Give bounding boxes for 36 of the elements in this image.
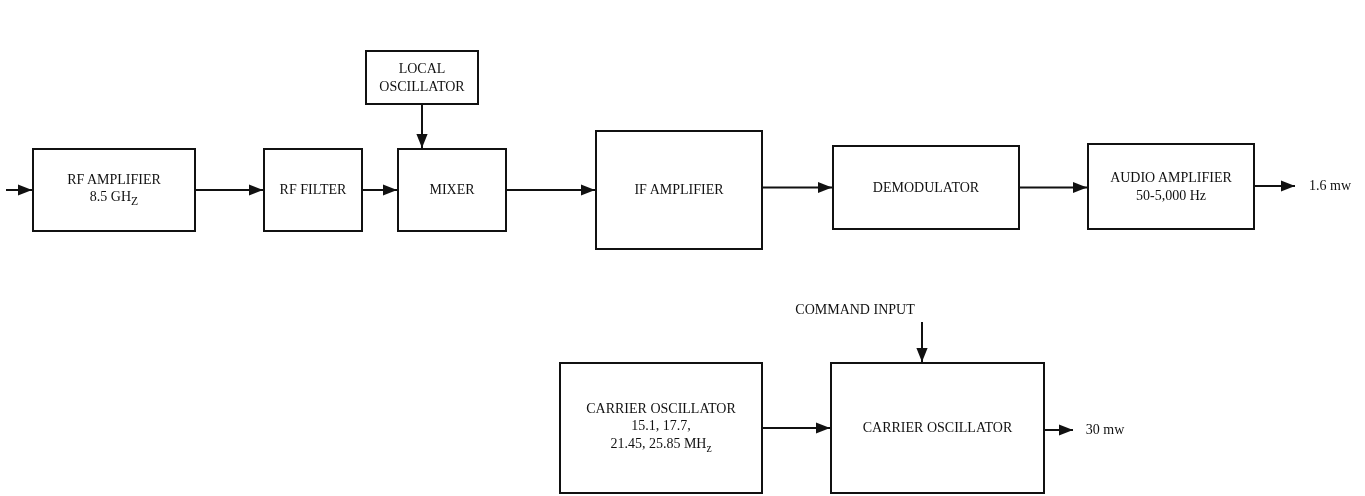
block-box: [559, 362, 763, 494]
block-label: IF AMPLIFIER: [634, 181, 724, 199]
arrow: [1019, 181, 1088, 194]
block-label: CARRIER OSCILLATOR: [862, 419, 1013, 437]
arrow: [506, 184, 596, 196]
block-label: 21.45, 25.85 MH$_{z}$: [610, 434, 712, 457]
block-label: CARRIER OSCILLATOR: [586, 399, 736, 418]
block-label: 15.1, 17.7,: [631, 417, 691, 435]
block-box: [32, 148, 196, 232]
arrow: [416, 104, 428, 149]
block-box: [830, 362, 1045, 494]
block-label: 50-5,000 Hz: [1136, 186, 1206, 204]
block-label: RF FILTER: [279, 181, 347, 199]
block-box: [1087, 143, 1255, 230]
signal-label: COMMAND INPUT: [795, 301, 915, 319]
block-box: [595, 130, 763, 250]
block-label: AUDIO AMPLIFIER: [1110, 169, 1232, 187]
block-box: [397, 148, 507, 232]
arrow: [195, 184, 264, 196]
block-box: [365, 50, 479, 105]
block-box: [832, 145, 1020, 230]
block-box: [263, 148, 363, 232]
signal-label: 1.6 mw: [1309, 177, 1351, 195]
arrow: [762, 422, 831, 434]
block-label: LOCAL OSCILLATOR: [378, 60, 466, 95]
arrow: [916, 321, 928, 363]
arrow: [1044, 424, 1074, 436]
block-label: DEMODULATOR: [872, 178, 980, 197]
block-label: MIXER: [429, 181, 475, 199]
arrow: [1254, 180, 1296, 192]
arrow: [362, 184, 398, 196]
block-label: 8.5 GH$_{Z}$: [89, 188, 139, 210]
block-label: RF AMPLIFIER: [67, 170, 161, 189]
arrow: [5, 184, 33, 196]
signal-label: 30 mw: [1085, 421, 1125, 439]
arrow: [762, 181, 833, 194]
